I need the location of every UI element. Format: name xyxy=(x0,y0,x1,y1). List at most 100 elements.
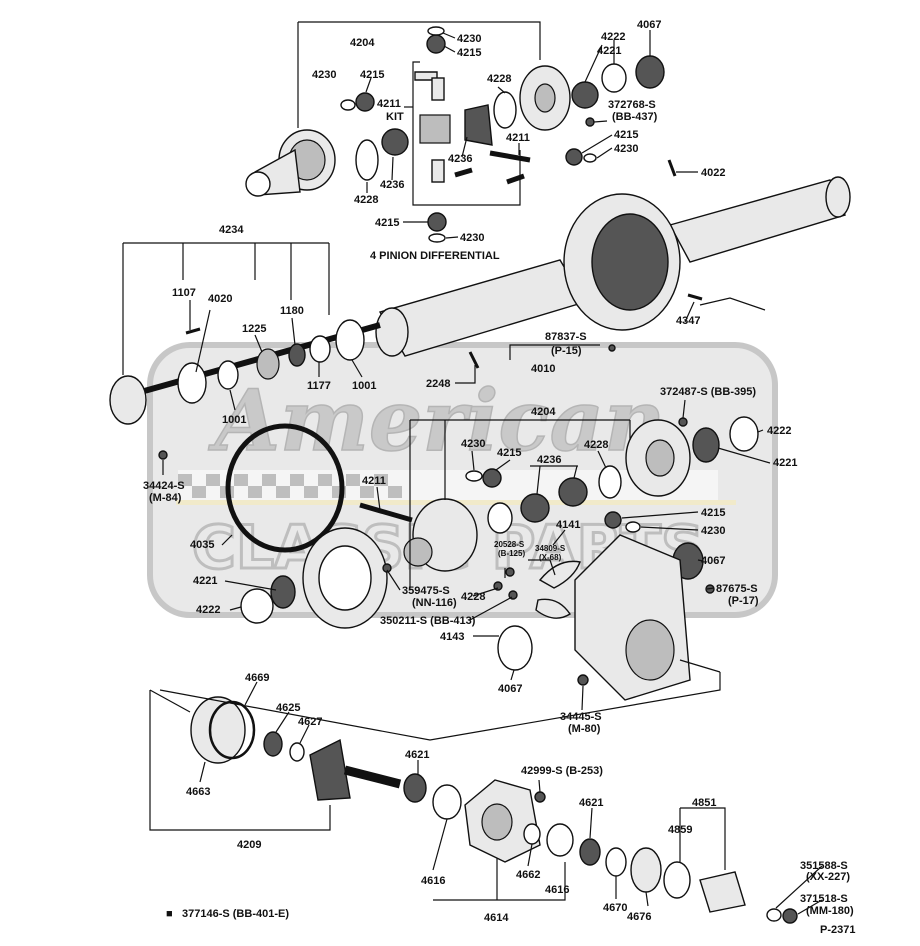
label-4230-f: 4230 xyxy=(701,525,725,537)
label-4662: 4662 xyxy=(516,869,540,881)
label-1001-b: 1001 xyxy=(222,414,246,426)
label-42999: 42999-S (B-253) xyxy=(521,765,603,777)
label-1177: 1177 xyxy=(307,380,331,392)
label-4859: 4859 xyxy=(668,824,692,836)
label-4143: 4143 xyxy=(440,631,464,643)
label-372768: 372768-S xyxy=(608,99,656,111)
label-4215-c: 4215 xyxy=(614,129,638,141)
label-4230-c: 4230 xyxy=(614,143,638,155)
label-4663: 4663 xyxy=(186,786,210,798)
label-4228-b: 4228 xyxy=(354,194,378,206)
label-34424: 34424-S xyxy=(143,480,185,492)
axle-shaft xyxy=(109,319,381,460)
label-4222-b: 4222 xyxy=(767,425,791,437)
label-372768-sub: (BB-437) xyxy=(612,111,658,123)
label-34445-sub: (M-80) xyxy=(568,723,601,735)
label-4221-b: 4221 xyxy=(773,457,797,469)
label-4234: 4234 xyxy=(219,224,244,236)
label-4669: 4669 xyxy=(245,672,269,684)
label-4204-top: 4204 xyxy=(350,37,375,49)
label-4067-a: 4067 xyxy=(637,19,661,31)
label-4204-mid: 4204 xyxy=(531,406,556,418)
label-4236-c: 4236 xyxy=(537,454,561,466)
label-4616-b: 4616 xyxy=(545,884,569,896)
label-359475-sub: (NN-116) xyxy=(412,597,457,609)
label-4614: 4614 xyxy=(484,912,509,924)
label-4222-a: 4222 xyxy=(601,31,625,43)
label-2248: 2248 xyxy=(426,378,450,390)
label-4236-a: 4236 xyxy=(448,153,472,165)
label-20528-sub: (B-125) xyxy=(498,549,525,558)
label-4851: 4851 xyxy=(692,797,716,809)
label-4211-c: 4211 xyxy=(362,475,386,487)
checker-strip xyxy=(178,474,402,498)
label-4230-b: 4230 xyxy=(312,69,336,81)
label-351588: 351588-S xyxy=(800,860,848,872)
label-4228-d: 4228 xyxy=(461,591,485,603)
label-4221-a: 4221 xyxy=(597,45,621,57)
label-4215-e: 4215 xyxy=(497,447,521,459)
label-351588-sub: (XX-227) xyxy=(806,871,850,883)
label-87837: 87837-S xyxy=(545,331,587,343)
label-1225: 1225 xyxy=(242,323,266,335)
label-4228-c: 4228 xyxy=(584,439,608,451)
label-34445: 34445-S xyxy=(560,711,602,723)
label-kit: KIT xyxy=(386,111,404,123)
label-4222-c: 4222 xyxy=(196,604,220,616)
label-4215-d: 4215 xyxy=(375,217,399,229)
label-4228-a: 4228 xyxy=(487,73,511,85)
label-4020: 4020 xyxy=(208,293,232,305)
label-4-pinion-differential: 4 PINION DIFFERENTIAL xyxy=(370,250,500,262)
label-4067-c: 4067 xyxy=(498,683,522,695)
label-372487: 372487-S (BB-395) xyxy=(660,386,756,398)
label-4215-b: 4215 xyxy=(360,69,384,81)
footnote-text: 377146-S (BB-401-E) xyxy=(182,908,289,920)
label-4211-b: 4211 xyxy=(506,132,530,144)
label-4621-a: 4621 xyxy=(405,749,429,761)
label-4230-a: 4230 xyxy=(457,33,481,45)
label-34424-sub: (M-84) xyxy=(149,492,182,504)
label-4230-d: 4230 xyxy=(460,232,484,244)
label-4347: 4347 xyxy=(676,315,700,327)
label-4010: 4010 xyxy=(531,363,555,375)
label-34809-sub: (X-68) xyxy=(539,553,562,562)
label-350211: 350211-S (BB-413) xyxy=(380,615,476,627)
label-4670: 4670 xyxy=(603,902,627,914)
carrier-gasket xyxy=(225,423,345,553)
label-1001-a: 1001 xyxy=(352,380,376,392)
label-359475: 359475-S xyxy=(402,585,450,597)
figure-id: P-2371 xyxy=(820,924,855,936)
label-4067-b: 4067 xyxy=(701,555,725,567)
label-4141: 4141 xyxy=(556,519,580,531)
label-87675-sub: (P-17) xyxy=(728,595,759,607)
label-87675: 87675-S xyxy=(716,583,758,595)
label-4627: 4627 xyxy=(298,716,322,728)
label-1107: 1107 xyxy=(172,287,196,299)
label-34809: 34809-S xyxy=(535,544,566,553)
label-4022: 4022 xyxy=(701,167,725,179)
label-4676: 4676 xyxy=(627,911,651,923)
label-20528: 20528-S xyxy=(494,540,525,549)
part-labels: 4204 4230 4215 4230 4215 4211 KIT 4228 4… xyxy=(143,19,855,936)
label-4211-a: 4211 xyxy=(377,98,401,110)
label-4215-f: 4215 xyxy=(701,507,725,519)
label-4616-a: 4616 xyxy=(421,875,445,887)
axle-housing xyxy=(375,159,851,369)
top-assembly xyxy=(109,26,851,460)
label-4221-c: 4221 xyxy=(193,575,217,587)
label-4230-e: 4230 xyxy=(461,438,485,450)
label-4625: 4625 xyxy=(276,702,300,714)
carrier-assembly xyxy=(225,416,759,701)
label-4215-a: 4215 xyxy=(457,47,481,59)
label-1180: 1180 xyxy=(280,305,304,317)
label-4621-b: 4621 xyxy=(579,797,603,809)
label-4209: 4209 xyxy=(237,839,261,851)
pinion-assembly xyxy=(190,696,798,924)
label-371518: 371518-S xyxy=(800,893,848,905)
label-4035: 4035 xyxy=(190,539,214,551)
label-4236-b: 4236 xyxy=(380,179,404,191)
label-87837-sub: (P-15) xyxy=(551,345,582,357)
label-371518-sub: (MM-180) xyxy=(806,905,854,917)
leader-lines xyxy=(122,21,823,915)
